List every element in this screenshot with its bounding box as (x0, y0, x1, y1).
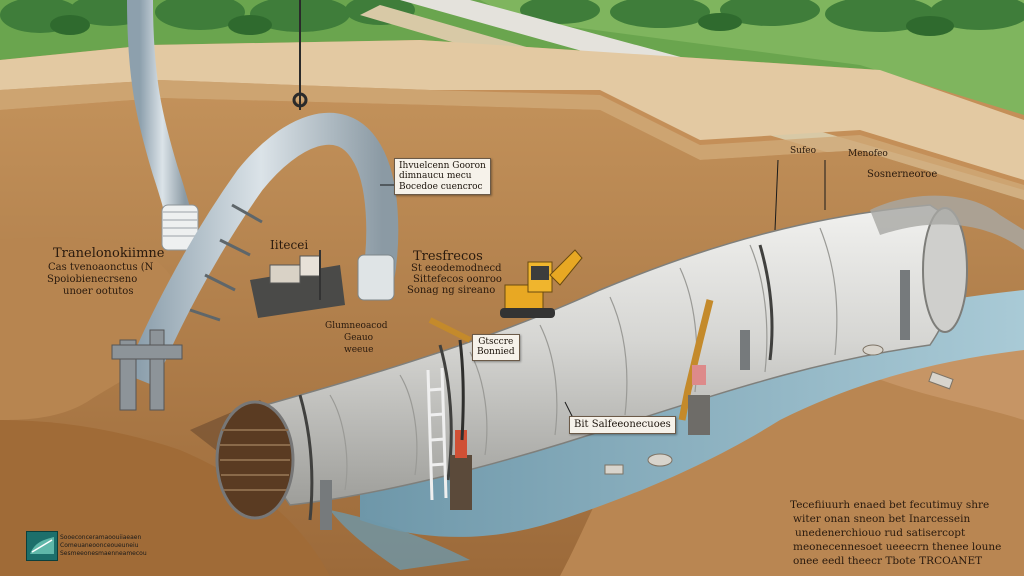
label-center-title: Tresfrecos (413, 250, 483, 264)
pipe-callout-box: Gtsccre Bonnied (472, 334, 520, 361)
label-top-left-line3: Spoiobienecrseno (47, 275, 137, 286)
label-lower-center-line3: weeue (344, 346, 373, 355)
logo-text-line1: Sooeconceramaoouiiaeaen (60, 534, 141, 541)
pipe-callout-line1: Gtsccre (478, 337, 513, 347)
pipe-callout-line2: Bonnied (477, 347, 515, 357)
label-bottom-right-line2: witer onan sneon bet Inarcessein (793, 514, 970, 525)
trench-callout-box: Ihvuelcenn Gooron dimnaucu mecu Bocedoe … (394, 158, 491, 195)
logo-text: Sooeconceramaoouiiaeaen Comeuaneoonceoue… (60, 534, 147, 558)
logo-text-line3: Sesmeeonesmaenneamecou (60, 550, 147, 557)
label-top-right-c: Sosnerneoroe (867, 170, 937, 181)
label-bottom-right-line5: onee eedl theecr Tbote TRCOANET (793, 556, 982, 567)
label-top-left-title: Tranelonokiimne (53, 247, 164, 261)
label-lower-center-line2: Geauo (344, 334, 373, 343)
label-lower-center-line1: Glumneoacod (325, 322, 388, 331)
trench-callout-line2: dimnaucu mecu (399, 171, 472, 181)
trench-callout-line3: Bocedoe cuencroc (399, 182, 483, 192)
label-bottom-right-line1: Tecefiiuurh enaed bet fecutimuy shre (790, 500, 989, 511)
label-bottom-right-line4: meonecennesoet ueeecrn thenee loune (793, 542, 1001, 553)
label-bottom-right-line3: unedenerchiouo rud satisercopt (795, 528, 965, 539)
trench-callout-line1: Ihvuelcenn Gooron (399, 161, 486, 171)
label-top-right-b: Menofeo (848, 150, 888, 159)
arched-pipe-end (358, 255, 394, 300)
label-top-left-line2: Cas tvenoaonctus (N (48, 263, 153, 274)
water-callout-box: Bit Salfeeonecuoes (569, 416, 676, 434)
label-center-line2: St eeodemodnecd (411, 264, 502, 275)
label-top-left-line4: unoer ootutos (63, 287, 133, 298)
label-top-right-a: Sufeo (790, 147, 816, 156)
logo-text-line2: Comeuaneoonceoueuneiu (60, 542, 138, 549)
label-machine: Iitecei (270, 239, 308, 252)
label-center-line4: Sonag ng sireano (407, 286, 495, 297)
logo-icon (26, 531, 58, 561)
label-center-line3: Sittefecos oonroo (413, 275, 502, 286)
